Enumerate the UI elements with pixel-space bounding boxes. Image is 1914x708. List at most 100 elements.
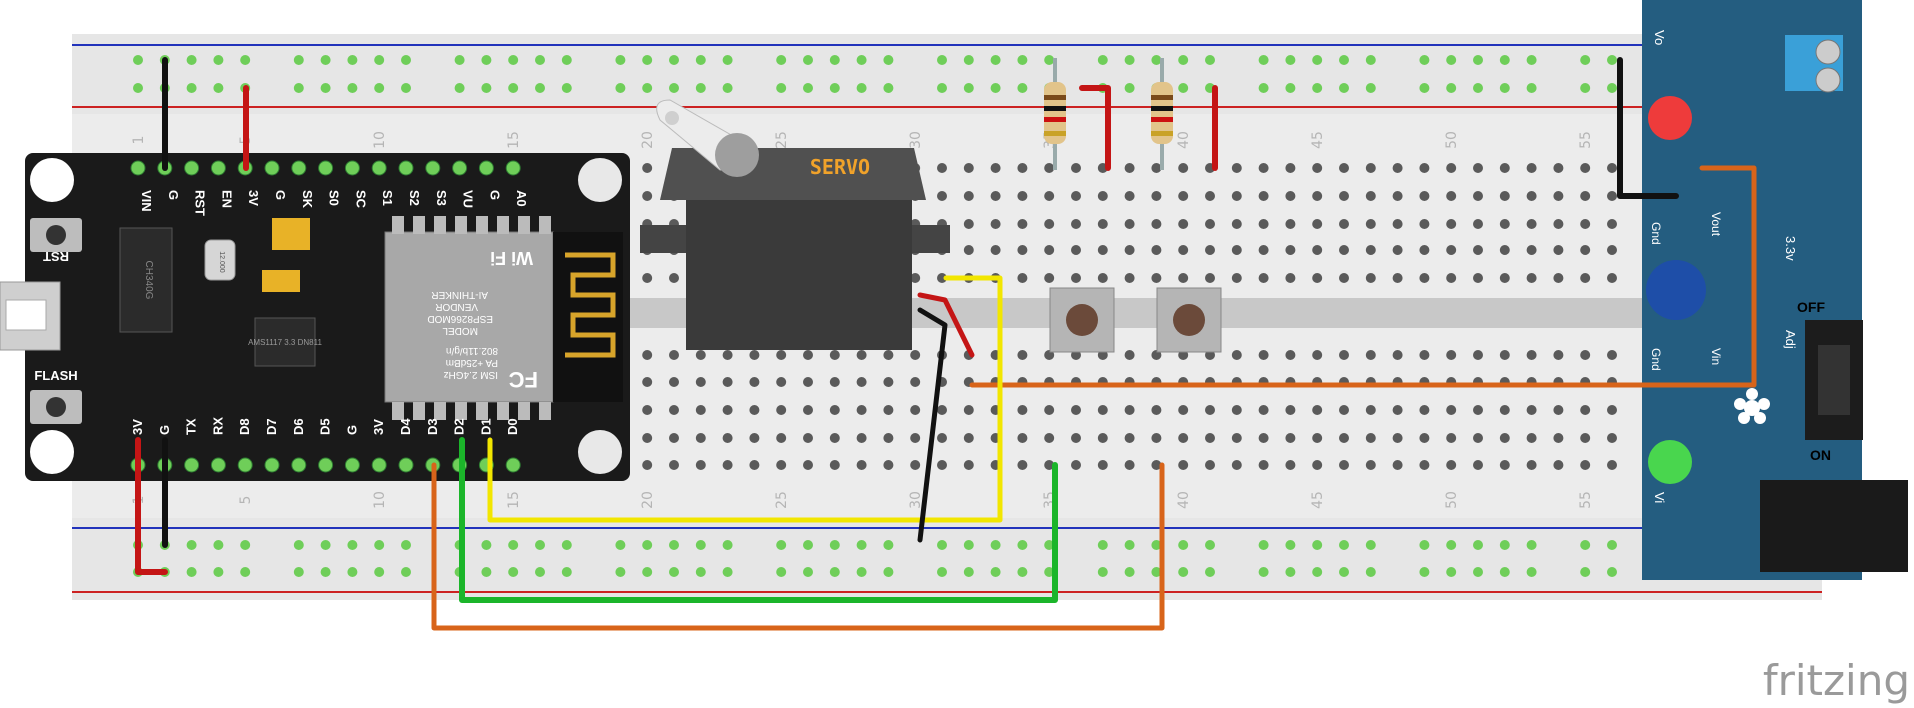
terminal-hole [1231,460,1242,470]
terminal-hole [1205,460,1215,470]
rail-hole [937,55,947,65]
pin-label-top: A0 [514,190,529,207]
terminal-hole [910,460,921,470]
trim-potentiometer[interactable] [1646,260,1706,320]
rail-hole [1044,540,1055,550]
terminal-hole [1151,433,1162,443]
terminal-hole [1044,405,1055,415]
rail-hole [1312,55,1323,65]
terminal-hole [1178,219,1189,229]
terminal-hole [1392,460,1403,470]
module-pin [434,216,446,234]
header-pin-bottom [237,457,253,473]
column-label-bottom: 5 [238,496,254,505]
rail-hole [561,567,572,577]
terminal-hole [1044,191,1055,201]
pin-label-top: SK [300,190,315,209]
wire-black-power-gnd [1617,57,1679,199]
rail-hole [1285,55,1296,65]
rail-hole [642,567,653,577]
rail-hole [186,540,197,550]
terminal-hole [1365,350,1376,360]
rail-hole [1365,567,1376,577]
column-label-bottom: 15 [506,491,522,509]
pin-label-bottom: D4 [398,418,413,435]
terminal-hole [642,405,653,415]
rail-hole [1607,55,1617,65]
servo-motor: SERVO [640,99,950,350]
terminal-hole [669,433,679,443]
terminal-hole [1580,460,1591,470]
terminal-hole [803,460,813,470]
rail-hole [374,540,385,550]
terminal-hole [1526,191,1537,201]
terminal-hole [749,377,760,387]
rail-hole [722,83,733,93]
header-pin-bottom [291,457,307,473]
rail-hole [1124,83,1135,93]
terminal-hole [1365,245,1376,255]
terminal-hole [1258,245,1269,255]
rail-hole [1151,55,1162,65]
terminal-hole [1071,433,1081,443]
terminal-hole [1285,219,1296,229]
label-gnd-bottom: Gnd [1649,348,1663,371]
header-pin-bottom [505,457,521,473]
column-label-top: 10 [372,131,388,149]
terminal-hole [1285,460,1296,470]
terminal-hole [1017,433,1028,443]
module-pin [455,402,467,420]
terminal-hole [1312,245,1323,255]
rail-hole [829,567,840,577]
terminal-hole [1473,460,1483,470]
rail-hole [347,55,358,65]
ch340-chip [119,227,173,333]
terminal-hole [1446,405,1457,415]
terminal-hole [1124,350,1135,360]
terminal-hole [776,433,787,443]
rail-hole [454,83,465,93]
rail-hole [1017,83,1028,93]
terminal-hole [1312,350,1323,360]
rail-hole [803,83,813,93]
terminal-hole [1392,219,1403,229]
terminal-hole [1285,191,1296,201]
terminal-hole [1231,433,1242,443]
terminal-hole [1044,460,1055,470]
rail-hole [1017,540,1028,550]
push-button-2[interactable] [1156,287,1222,353]
rail-hole [1312,540,1323,550]
terminal-hole [1097,460,1108,470]
terminal-hole [1258,163,1269,173]
column-label-top: 1 [131,136,147,145]
rail-hole [508,567,519,577]
rail-hole [293,567,304,577]
terminal-hole [1339,191,1349,201]
rail-hole [1526,540,1537,550]
terminal-hole [1124,460,1135,470]
terminal-hole [1097,219,1108,229]
column-label-top: 45 [1310,131,1326,149]
rail-hole [990,83,1001,93]
rail-hole [401,55,411,65]
module-pin [539,402,551,420]
rail-hole [1097,567,1108,577]
terminal-hole [1365,191,1376,201]
label-3v3: 3.3v [1783,236,1798,261]
terminal-hole [1017,405,1028,415]
rail-hole [1258,567,1269,577]
pin-label-bottom: D7 [264,418,279,435]
column-label-bottom: 10 [372,491,388,509]
column-label-top: 30 [908,131,924,149]
rail-hole [133,55,143,65]
terminal-hole [1097,433,1108,443]
push-button-1[interactable] [1049,287,1115,353]
terminal-hole [1446,219,1457,229]
module-line6: PA +25dBm [446,357,498,368]
power-switch-slider[interactable] [1818,345,1850,415]
rail-hole [561,55,572,65]
terminal-hole [1499,191,1510,201]
pin-label-top: S0 [327,190,342,206]
servo-top [660,148,926,200]
rail-hole [937,540,947,550]
